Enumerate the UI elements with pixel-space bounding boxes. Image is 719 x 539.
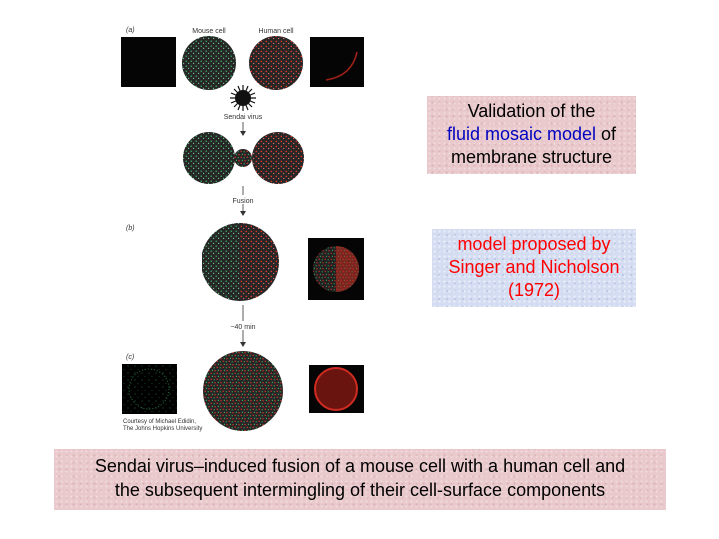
heterokaryon-green-half (202, 223, 240, 301)
time-label-bg (226, 321, 260, 330)
sendai-virus-icon (230, 85, 256, 111)
courtesy-line-1: Courtesy of Michael Edidin, (123, 419, 196, 425)
human-cell-attached (252, 132, 304, 184)
human-cell-label: Human cell (258, 28, 293, 35)
validation-line-2: fluid mosaic model of (427, 123, 636, 146)
mouse-cell-attached (183, 132, 235, 184)
courtesy-line-2: The Johns Hopkins University (123, 426, 202, 432)
fluid-mosaic-model-highlight: fluid mosaic model (446, 124, 597, 144)
micrograph-heterokaryon-red-half (336, 246, 359, 292)
label-b: (b) (126, 225, 135, 232)
fusion-label-bg (228, 195, 258, 204)
fusion-label: Fusion (232, 198, 253, 205)
caption-box: Sendai virus–induced fusion of a mouse c… (54, 449, 666, 510)
human-cell (249, 36, 303, 90)
time-label: ~40 min (230, 324, 255, 331)
micrograph-human (310, 37, 364, 87)
arrow-head (240, 342, 246, 347)
micrograph-mouse (121, 37, 176, 87)
micrograph-red-cell (315, 368, 357, 410)
arrow-head (240, 131, 246, 136)
label-a: (a) (126, 27, 135, 34)
heterokaryon-red-half (240, 223, 279, 301)
micrograph-green-mixed (122, 364, 177, 414)
intermixed-cell (203, 351, 283, 431)
validation-box: Validation of the fluid mosaic model of … (427, 96, 636, 174)
micrograph-green-outline (128, 368, 170, 410)
micrograph-red-rim (314, 367, 358, 411)
model-box: model proposed by Singer and Nicholson (… (432, 229, 636, 307)
mouse-cell-label: Mouse cell (192, 28, 226, 35)
arrow-head (240, 211, 246, 216)
model-line-1: model proposed by (457, 234, 611, 254)
validation-line-3: membrane structure (450, 147, 613, 167)
model-line-2: Singer and Nicholson (448, 257, 620, 277)
validation-line-2-rest: of (596, 124, 617, 144)
virus-bridge (234, 149, 252, 167)
micrograph-human-rim (325, 51, 358, 81)
sendai-virus-label: Sendai virus (224, 114, 263, 121)
caption-line-1: Sendai virus–induced fusion of a mouse c… (94, 456, 626, 476)
validation-line-1: Validation of the (467, 101, 596, 121)
model-line-3: (1972) (507, 280, 561, 300)
caption-line-2: the subsequent intermingling of their ce… (114, 480, 606, 500)
mouse-cell (182, 36, 236, 90)
label-c: (c) (126, 354, 134, 361)
